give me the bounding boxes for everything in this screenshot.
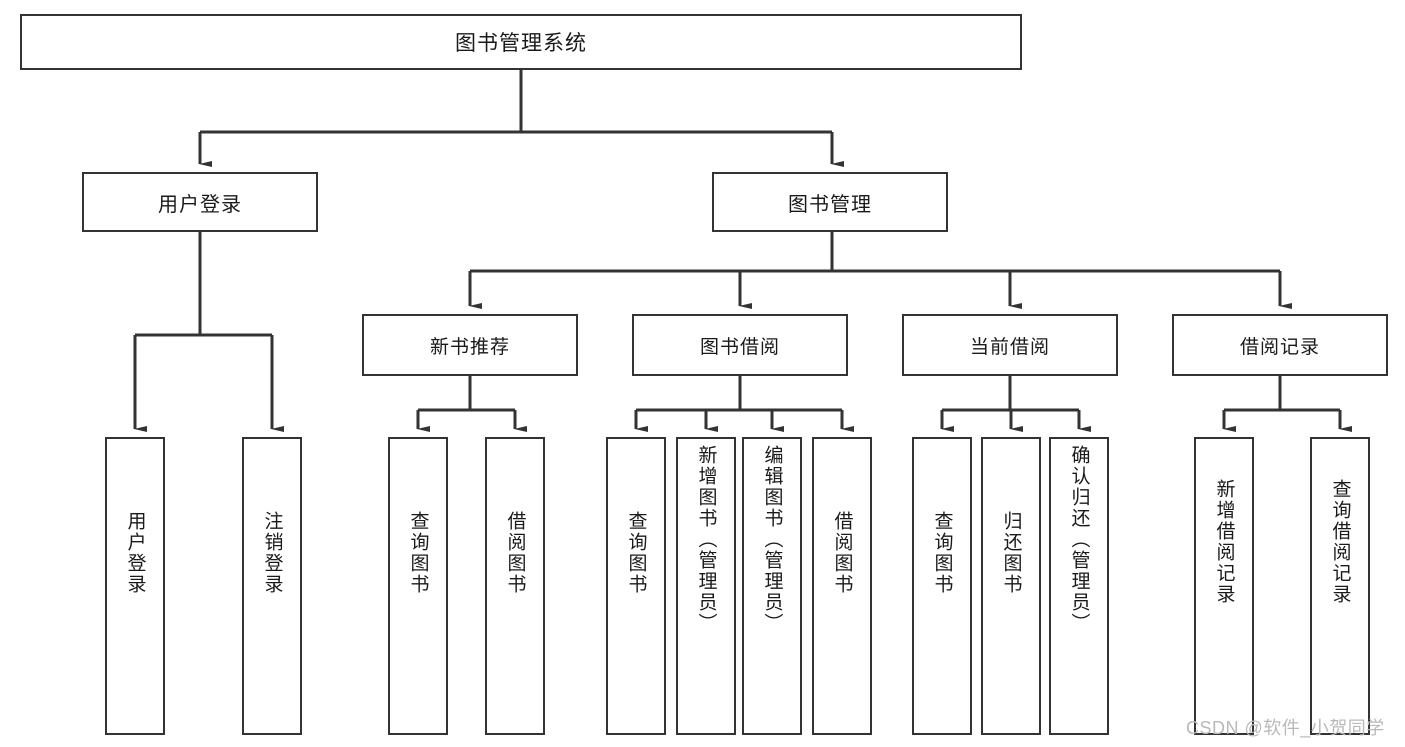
leaf-edit-book[interactable]: 编辑图书（管理员） <box>742 437 802 735</box>
leaf-borrow-book[interactable]: 借阅图书 <box>812 437 872 735</box>
node-label: 查询图书 <box>625 511 647 595</box>
node-label: 归还图书 <box>1000 511 1022 595</box>
node-new-book-recommend[interactable]: 新书推荐 <box>362 314 578 376</box>
leaf-query-book-recommend[interactable]: 查询图书 <box>388 437 448 735</box>
node-label: 借阅图书 <box>504 511 526 595</box>
node-label: 用户登录 <box>158 193 242 216</box>
node-label: 图书管理 <box>788 193 872 216</box>
node-label: 当前借阅 <box>969 336 1050 358</box>
node-label: 确认归还（管理员） <box>1068 445 1090 634</box>
leaf-logout-login[interactable]: 注销登录 <box>242 437 302 735</box>
leaf-add-borrow-record[interactable]: 新增借阅记录 <box>1194 437 1254 735</box>
node-book-management[interactable]: 图书管理 <box>712 172 948 232</box>
leaf-borrow-book-recommend[interactable]: 借阅图书 <box>485 437 545 735</box>
node-user-login[interactable]: 用户登录 <box>82 172 318 232</box>
node-label: 借阅记录 <box>1239 336 1320 358</box>
node-label: 注销登录 <box>261 511 283 595</box>
node-label: 查询图书 <box>931 511 953 595</box>
node-label: 查询图书 <box>407 511 429 595</box>
node-label: 借阅图书 <box>831 511 853 595</box>
node-label: 新书推荐 <box>429 336 510 358</box>
csdn-watermark: CSDN @软件_小贺同学 <box>1186 718 1385 738</box>
node-current-borrow[interactable]: 当前借阅 <box>902 314 1118 376</box>
node-label: 图书管理系统 <box>455 32 587 55</box>
node-label: 图书借阅 <box>699 336 780 358</box>
leaf-return-book[interactable]: 归还图书 <box>981 437 1041 735</box>
node-label: 新增图书（管理员） <box>695 445 717 634</box>
leaf-query-borrow-record[interactable]: 查询借阅记录 <box>1310 437 1370 735</box>
leaf-query-book-current[interactable]: 查询图书 <box>912 437 972 735</box>
leaf-add-book[interactable]: 新增图书（管理员） <box>676 437 736 735</box>
node-label: 编辑图书（管理员） <box>761 445 783 634</box>
node-root-system[interactable]: 图书管理系统 <box>20 14 1022 70</box>
node-book-borrow[interactable]: 图书借阅 <box>632 314 848 376</box>
node-borrow-record[interactable]: 借阅记录 <box>1172 314 1388 376</box>
node-label: 新增借阅记录 <box>1213 479 1235 605</box>
node-label: 查询借阅记录 <box>1329 479 1351 605</box>
node-label: 用户登录 <box>124 511 146 595</box>
leaf-query-book-borrow[interactable]: 查询图书 <box>606 437 666 735</box>
leaf-confirm-return[interactable]: 确认归还（管理员） <box>1049 437 1109 735</box>
leaf-user-login[interactable]: 用户登录 <box>105 437 165 735</box>
